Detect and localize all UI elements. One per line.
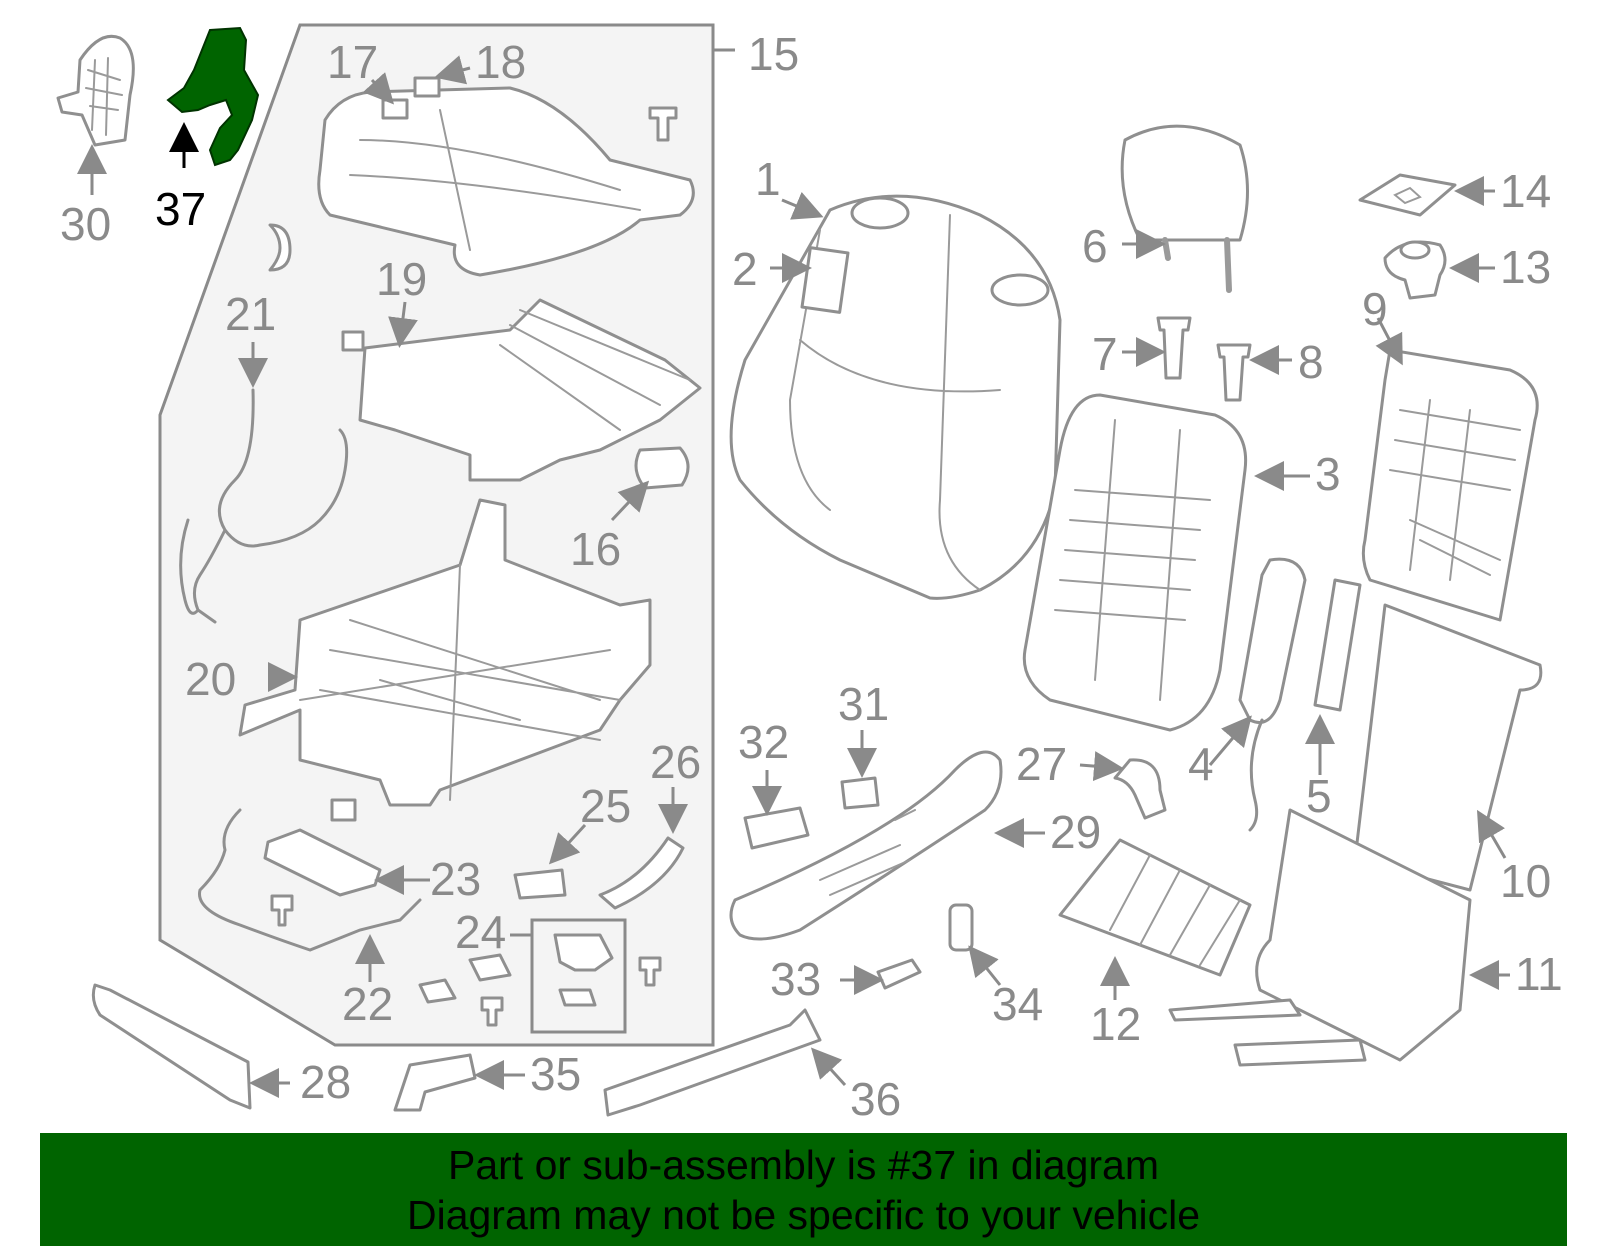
- label-4: 4: [1188, 738, 1214, 790]
- part-27-shape: [1113, 758, 1167, 820]
- label-19: 19: [376, 253, 427, 305]
- label-33: 33: [770, 953, 821, 1005]
- part-3-shape: [1022, 393, 1248, 732]
- part-28-shape: [91, 983, 252, 1110]
- label-24: 24: [455, 906, 506, 958]
- info-banner: Part or sub-assembly is #37 in diagram D…: [40, 1133, 1567, 1246]
- label-20: 20: [185, 653, 236, 705]
- label-8: 8: [1298, 336, 1324, 388]
- label-22: 22: [342, 978, 393, 1030]
- part-2-shape: [800, 246, 850, 314]
- part-26-shape: [598, 836, 685, 910]
- label-26: 26: [650, 736, 701, 788]
- part-12-shape: [1058, 838, 1252, 977]
- part-31-shape: [840, 776, 880, 810]
- label-31: 31: [838, 678, 889, 730]
- part-34-shape: [948, 903, 974, 952]
- label-5: 5: [1306, 770, 1332, 822]
- label-7: 7: [1092, 328, 1118, 380]
- part-22-shape: [198, 808, 422, 952]
- label-3: 3: [1315, 448, 1341, 500]
- label-27: 27: [1016, 738, 1067, 790]
- label-18: 18: [475, 36, 526, 88]
- label-15: 15: [748, 28, 799, 80]
- label-30: 30: [60, 198, 111, 250]
- part-1-shape: [729, 194, 1062, 600]
- label-10: 10: [1500, 855, 1551, 907]
- label-36: 36: [850, 1073, 901, 1125]
- part-25-shape: [513, 868, 567, 900]
- part-6-shape: [1120, 124, 1249, 242]
- label-9: 9: [1362, 283, 1388, 335]
- part-19-shape: [358, 298, 702, 482]
- part-29-shape: [729, 750, 1003, 941]
- label-6: 6: [1082, 220, 1108, 272]
- part-11-shape: [1255, 808, 1472, 1062]
- label-17: 17: [327, 36, 378, 88]
- label-37: 37: [155, 183, 206, 235]
- label-25: 25: [580, 780, 631, 832]
- label-14: 14: [1500, 165, 1551, 217]
- part-21-shape: [179, 388, 349, 624]
- part-9-shape: [1361, 348, 1539, 622]
- part-15-cushion: [317, 86, 695, 277]
- part-24-box: [530, 918, 627, 1034]
- part-32-shape: [743, 806, 810, 850]
- part-33-shape: [876, 958, 922, 990]
- label-13: 13: [1500, 241, 1551, 293]
- label-23: 23: [430, 853, 481, 905]
- part-7-shape: [1156, 316, 1192, 380]
- part-37-shape[interactable]: [166, 26, 260, 167]
- label-21: 21: [225, 288, 276, 340]
- part-17-shape: [381, 98, 409, 120]
- label-16: 16: [570, 523, 621, 575]
- part-14-shape: [1358, 173, 1457, 217]
- part-16-shape: [634, 446, 690, 490]
- label-32: 32: [738, 716, 789, 768]
- part-10-shape: [1353, 603, 1543, 892]
- part-20-shape: [238, 498, 652, 807]
- part-labels: 15 17 18 37 30 19 21 16 20 26 25 23 24 2…: [60, 28, 1563, 1125]
- part-36-shape: [603, 1008, 822, 1117]
- label-29: 29: [1050, 806, 1101, 858]
- label-12: 12: [1090, 998, 1141, 1050]
- part-18-shape: [413, 76, 441, 98]
- label-2: 2: [732, 243, 758, 295]
- part-5-shape: [1313, 578, 1362, 712]
- label-34: 34: [992, 978, 1043, 1030]
- label-35: 35: [530, 1048, 581, 1100]
- cushion-assembly-box: [158, 23, 715, 1047]
- banner-line-1: Part or sub-assembly is #37 in diagram: [448, 1141, 1159, 1188]
- label-28: 28: [300, 1056, 351, 1108]
- part-4-shape: [1238, 557, 1307, 724]
- part-8-shape: [1216, 343, 1252, 402]
- banner-line-2: Diagram may not be specific to your vehi…: [406, 1191, 1200, 1238]
- part-35-shape: [393, 1053, 477, 1112]
- label-1: 1: [755, 153, 781, 205]
- label-11: 11: [1515, 948, 1563, 1000]
